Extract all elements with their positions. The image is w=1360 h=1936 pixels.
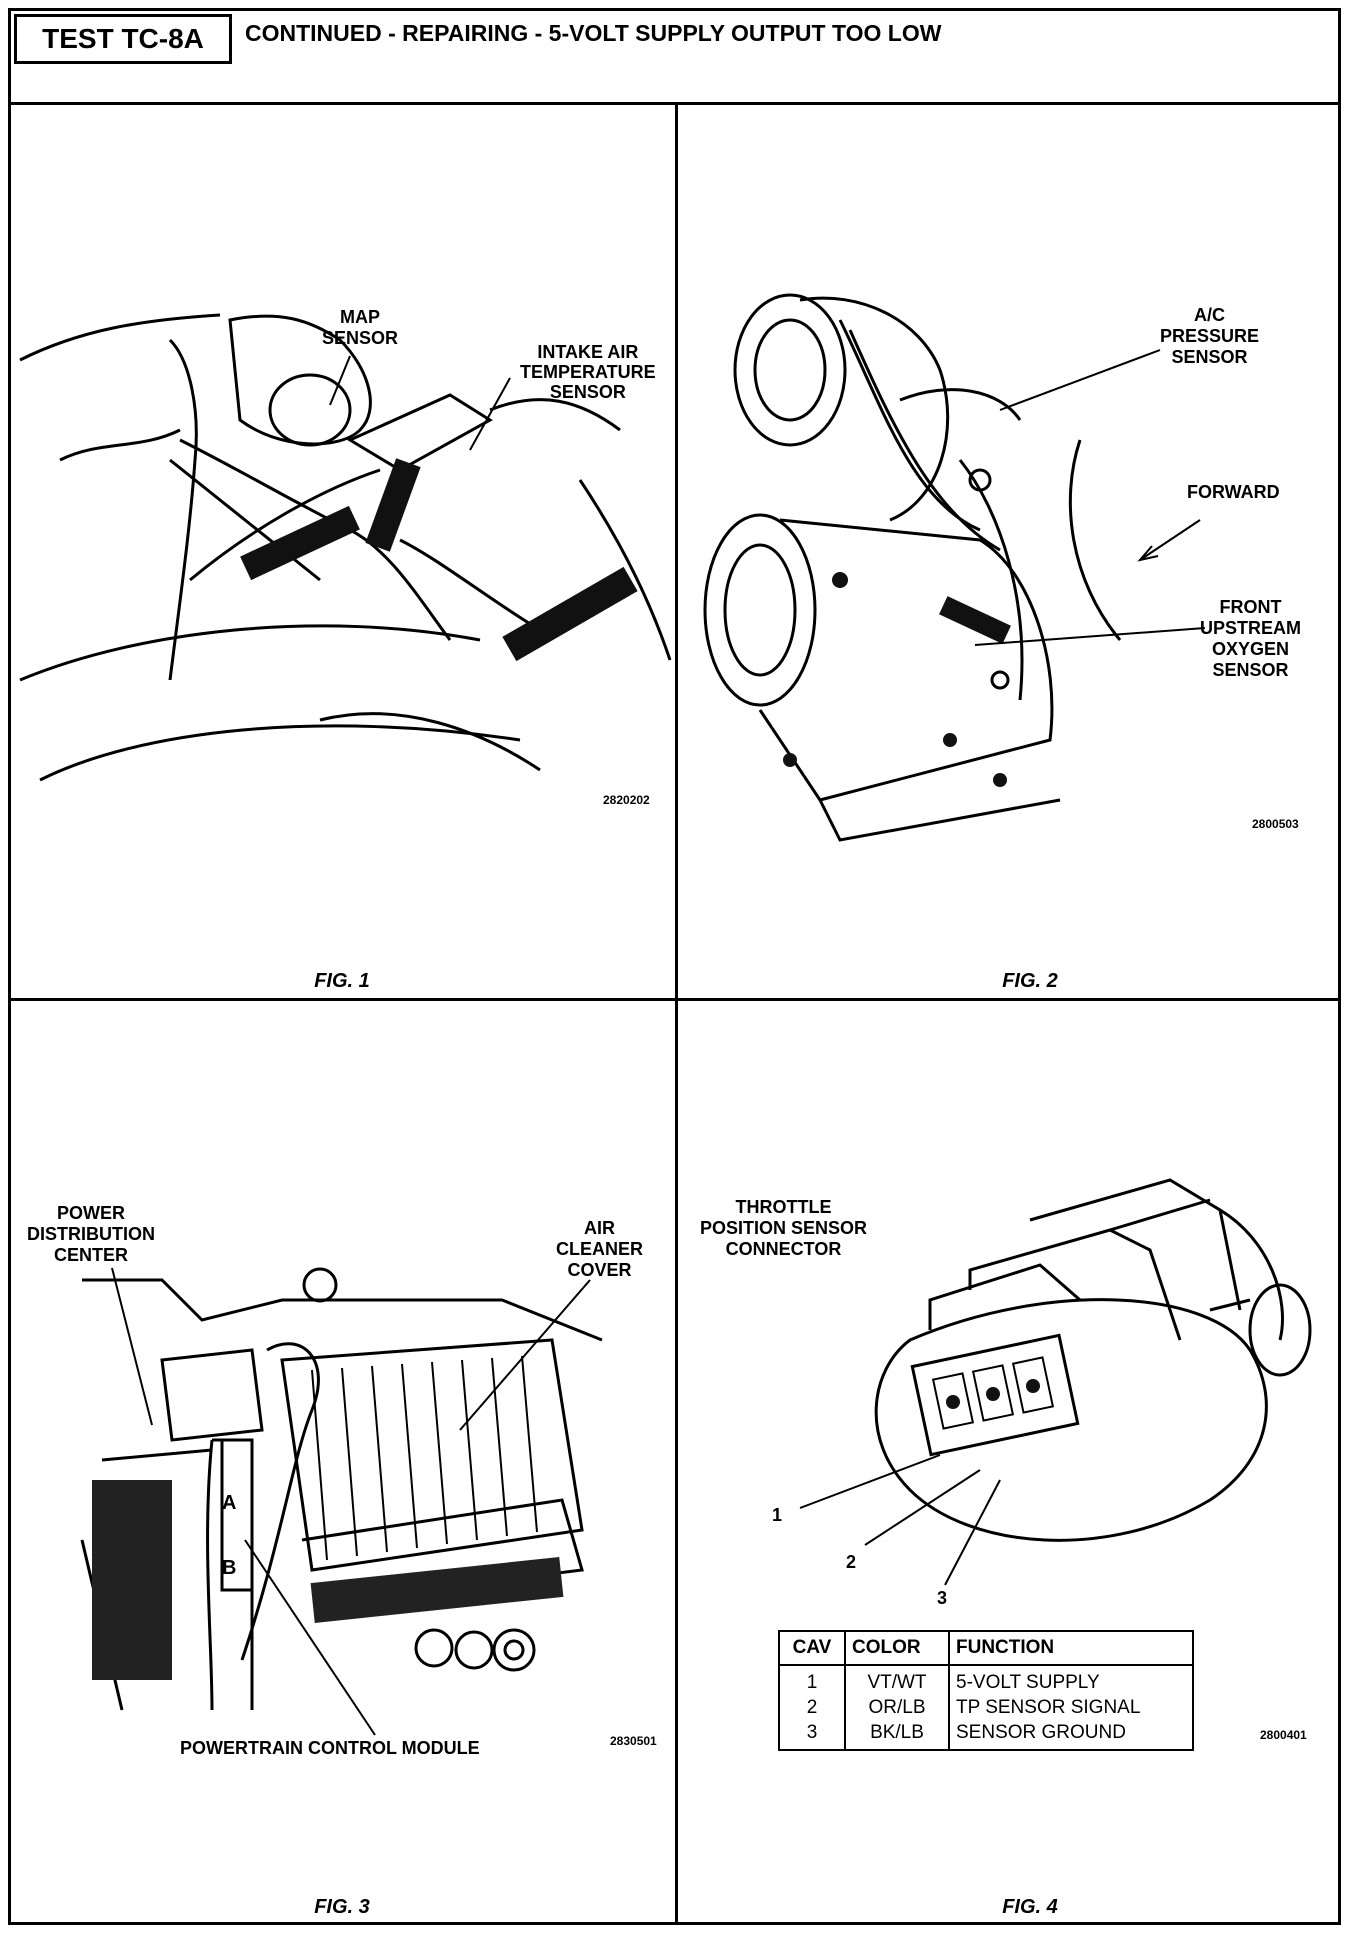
tps-connector-illustration [874, 1178, 1312, 1542]
table-cell: SENSOR GROUND [948, 1720, 1194, 1750]
callout-2: 2 [846, 1552, 857, 1572]
header-divider [8, 102, 1341, 105]
pcm-label: POWERTRAIN CONTROL MODULE [180, 1738, 480, 1758]
table-cell: TP SENSOR SIGNAL [948, 1695, 1194, 1720]
fig2-part-number: 2800503 [1252, 817, 1299, 831]
connector-a-label: A [222, 1492, 237, 1514]
fig4-caption: FIG. 4 [1002, 1896, 1058, 1918]
table-cell: OR/LB [844, 1695, 950, 1720]
fig1-part-number: 2820202 [603, 793, 650, 807]
page-title: CONTINUED - REPAIRING - 5-VOLT SUPPLY OU… [245, 20, 942, 46]
oxygen-sensor-label: FRONT UPSTREAM OXYGEN SENSOR [1200, 597, 1302, 680]
table-header-cav: CAV [778, 1630, 846, 1666]
fig3-part-number: 2830501 [610, 1734, 657, 1748]
table-header-function: FUNCTION [948, 1630, 1194, 1666]
fig3-caption: FIG. 3 [314, 1896, 370, 1918]
cavity-table: CAV COLOR FUNCTION 1 VT/WT 5-VOLT SUPPLY… [778, 1630, 1194, 1751]
table-cell: 3 [778, 1720, 846, 1750]
table-row: 2 OR/LB TP SENSOR SIGNAL [778, 1695, 1194, 1720]
column-divider [675, 102, 678, 1925]
callout-1: 1 [772, 1505, 783, 1525]
table-header-row: CAV COLOR FUNCTION [778, 1630, 1194, 1666]
table-cell: VT/WT [844, 1665, 950, 1695]
callout-3: 3 [937, 1588, 948, 1608]
connector-b-label: B [222, 1557, 237, 1579]
forward-label: FORWARD [1187, 482, 1280, 502]
oxygen-sensor-illustration [703, 293, 1122, 842]
ac-pressure-sensor-label: A/C PRESSURE SENSOR [1160, 305, 1260, 367]
test-id-box: TEST TC-8A [14, 14, 232, 64]
air-cleaner-cover-label: AIR CLEANER COVER [556, 1218, 644, 1280]
fig4-part-number: 2800401 [1260, 1728, 1307, 1742]
pdc-label: POWER DISTRIBUTION CENTER [27, 1203, 155, 1265]
table-cell: 1 [778, 1665, 846, 1695]
fig1-leader-lines [329, 355, 511, 451]
fig1-caption: FIG. 1 [314, 970, 370, 992]
page-frame [8, 8, 1341, 1925]
tps-connector-label: THROTTLE POSITION SENSOR CONNECTOR [700, 1197, 868, 1259]
row-divider [8, 998, 1341, 1001]
fig2-leader-lines [974, 349, 1206, 646]
table-row: 1 VT/WT 5-VOLT SUPPLY [778, 1665, 1194, 1695]
fig2-caption: FIG. 2 [1002, 970, 1058, 992]
map-sensor-label: MAP SENSOR [322, 307, 399, 348]
table-cell: BK/LB [844, 1720, 950, 1750]
table-header-color: COLOR [844, 1630, 950, 1666]
fig3-leader-lines [111, 1267, 591, 1736]
table-cell: 2 [778, 1695, 846, 1720]
table-cell: 5-VOLT SUPPLY [948, 1665, 1194, 1695]
map-iat-sensor-illustration [19, 313, 672, 782]
table-row: 3 BK/LB SENSOR GROUND [778, 1720, 1194, 1750]
iat-sensor-label: INTAKE AIR TEMPERATURE SENSOR [520, 342, 656, 402]
